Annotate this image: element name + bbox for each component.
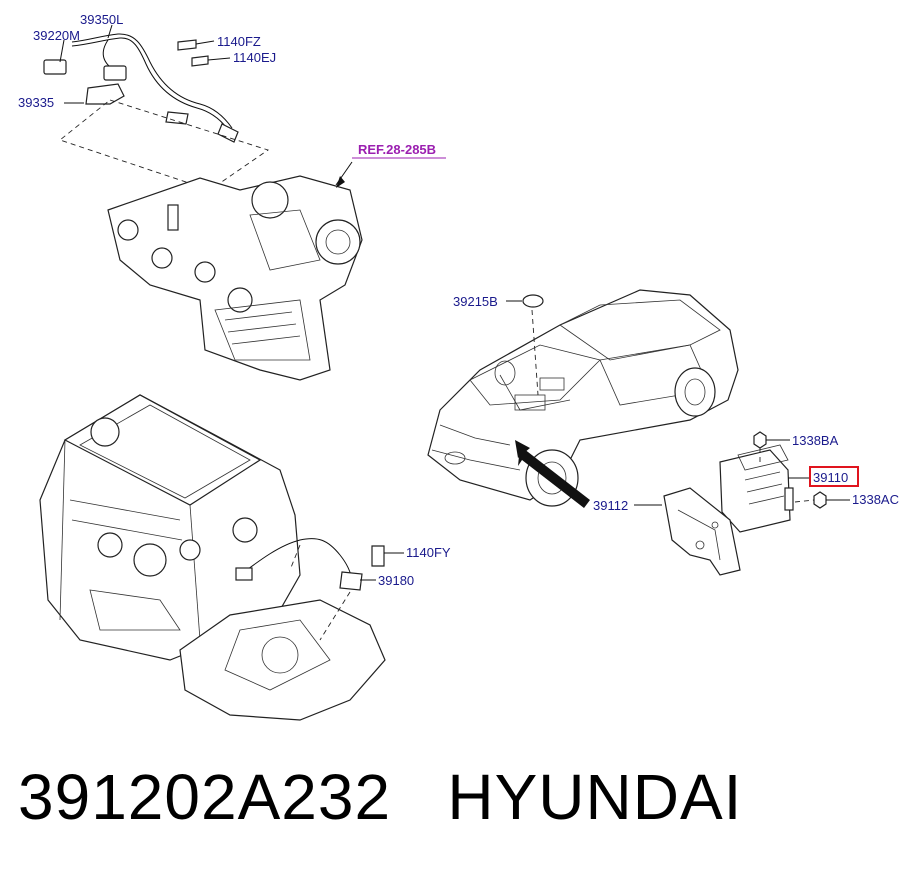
leader-dashes-top: [59, 99, 270, 191]
nut-1338BA: [753, 431, 790, 462]
label-ref-28-285B: REF.28-285B: [358, 142, 436, 157]
label-1338BA: 1338BA: [792, 433, 839, 448]
label-1140FZ: 1140FZ: [217, 34, 261, 49]
part-caption: 391202A232 HYUNDAI: [18, 760, 742, 834]
label-1140EJ: 1140EJ: [233, 50, 276, 65]
label-39112: 39112: [593, 498, 628, 513]
label-39110: 39110: [813, 470, 848, 485]
nut-1338AC: [794, 491, 850, 509]
label-39335: 39335: [18, 95, 54, 110]
highlight-box-39110: [809, 466, 859, 487]
grommet-part: [506, 294, 544, 308]
label-39350L: 39350L: [80, 12, 123, 27]
ecu-bracket: [663, 487, 741, 576]
label-1140FY: 1140FY: [406, 545, 451, 560]
car-illustration: [427, 289, 739, 507]
label-39180: 39180: [378, 573, 414, 588]
engine-block: [39, 394, 301, 661]
label-1338AC: 1338AC: [852, 492, 899, 507]
turbo-manifold: [107, 175, 363, 381]
brand-name: HYUNDAI: [447, 761, 743, 833]
transmission: [179, 599, 386, 721]
part-number: 391202A232: [18, 761, 392, 833]
crank-sensor-harness: [235, 538, 385, 641]
oxygen-sensor-assembly: [43, 24, 239, 143]
parts-diagram: 39350L 39220M 1140FZ 1140EJ 39335 REF.28…: [18, 12, 899, 721]
label-39215B: 39215B: [453, 294, 498, 309]
ecu-module: [719, 444, 794, 533]
label-39220M: 39220M: [33, 28, 80, 43]
